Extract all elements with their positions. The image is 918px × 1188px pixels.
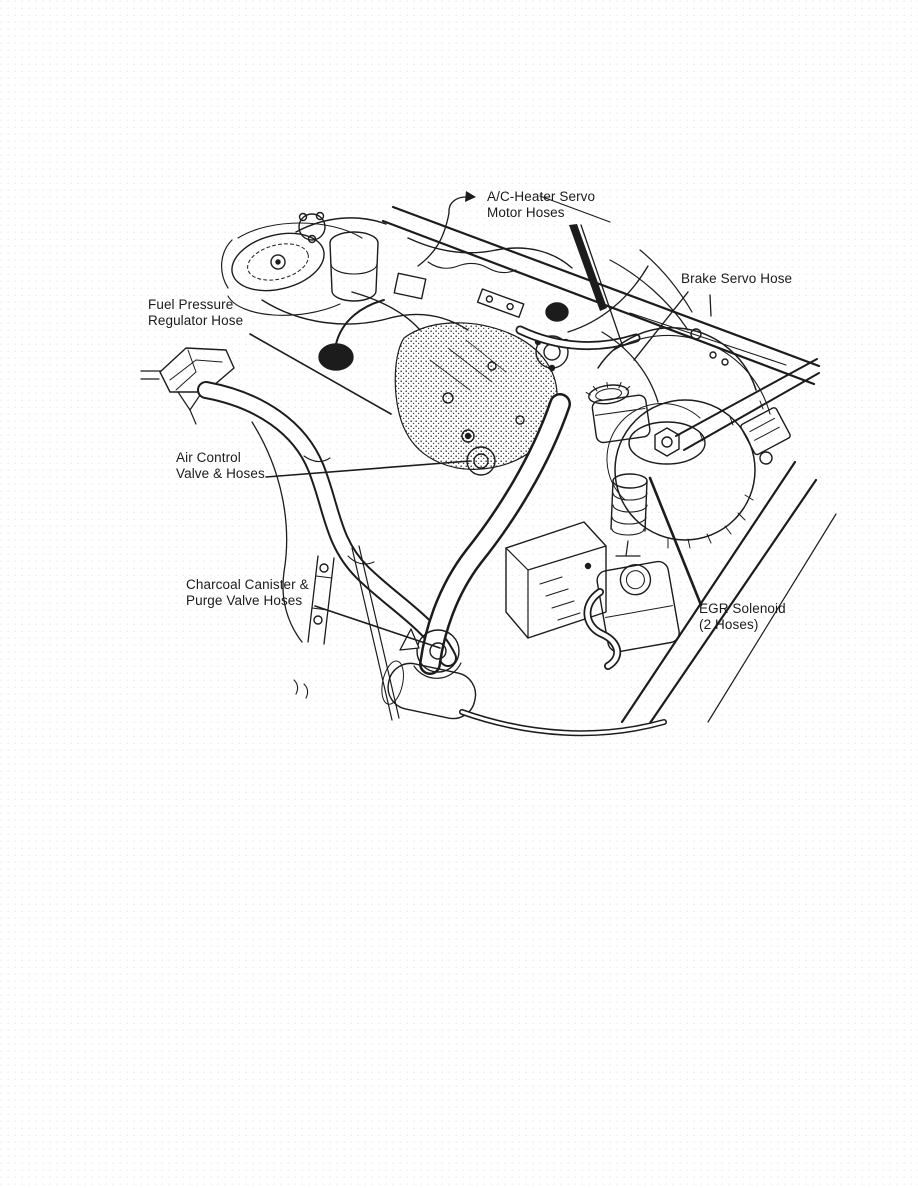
coolant-reservoir xyxy=(596,560,680,653)
fuel-pressure-regulator xyxy=(318,299,385,371)
label-brake-servo-hose: Brake Servo Hose xyxy=(681,271,793,286)
leader-egr xyxy=(648,476,703,607)
ignition-coil xyxy=(545,302,569,322)
air-intake-funnel xyxy=(140,347,235,425)
vacuum-hoses xyxy=(515,249,712,403)
leader-air-control xyxy=(265,460,471,478)
label-fuel-pressure-regulator: Fuel Pressure Regulator Hose xyxy=(148,297,244,328)
leader-ac-heater-thin xyxy=(580,224,624,348)
upper-hoses-and-wires xyxy=(261,217,573,331)
label-ac-heater-servo: A/C-Heater Servo Motor Hoses xyxy=(487,189,596,220)
oil-filter-canister xyxy=(329,231,379,302)
leader-ac-heater-bold xyxy=(569,224,607,311)
leader-charcoal xyxy=(314,605,441,649)
radiator-hose xyxy=(197,381,457,667)
bracket-and-rod xyxy=(251,421,400,721)
brake-fluid-reservoir xyxy=(585,381,651,444)
intake-duct xyxy=(419,393,571,675)
egr-solenoid xyxy=(610,473,648,557)
label-air-control-valve: Air Control Valve & Hoses xyxy=(176,450,265,481)
fender-rail xyxy=(675,351,820,465)
charcoal-canister xyxy=(399,628,462,679)
leader-fuel-pressure xyxy=(249,333,392,415)
hose-direction-arrow xyxy=(417,191,476,267)
leader-brake-servo xyxy=(633,291,689,361)
label-charcoal-canister: Charcoal Canister & Purge Valve Hoses xyxy=(186,577,309,608)
label-egr-solenoid: EGR Solenoid (2 Hoses) xyxy=(699,601,786,632)
leader-lines xyxy=(249,224,703,649)
distributor-and-pulley xyxy=(221,211,363,316)
frame-rails xyxy=(620,460,837,728)
overflow-hose xyxy=(583,588,621,670)
battery xyxy=(505,521,607,639)
